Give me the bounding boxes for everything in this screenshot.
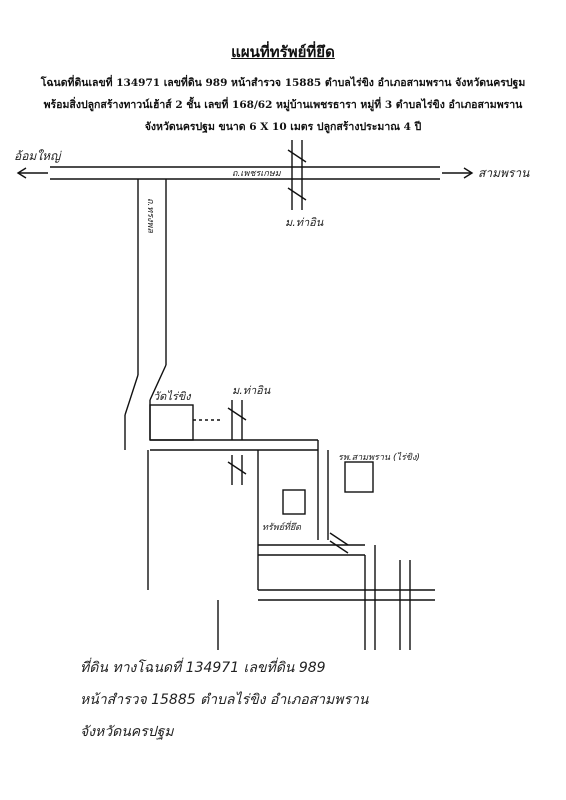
- label-hospital: รพ.สามพราน (ไร่ขิง): [338, 451, 420, 463]
- label-mid-bridge: ม.ท่าอิน: [232, 384, 271, 397]
- header-line-3: จังหวัดนครปฐม ขนาด 6 X 10 เมตร ปลูกสร้าง…: [144, 121, 422, 133]
- header-line-2: พร้อมสิ่งปลูกสร้างทาวน์เฮ้าส์ 2 ชั้น เลข…: [43, 99, 523, 111]
- vertical-road-bend-right: [149, 364, 167, 401]
- note-line-1: ที่ดิน ทางโฉนดที่ 134971 เลขที่ดิน 989: [80, 660, 326, 676]
- property-block: [282, 489, 306, 515]
- label-left-arrow: อ้อมใหญ่: [14, 149, 62, 163]
- document-header: แผนที่ทรัพย์ที่ยึด โฉนดที่ดินเลขที่ 1349…: [0, 40, 566, 138]
- label-top-bridge: ม.ท่าอิน: [285, 216, 324, 229]
- canal-middle: [227, 400, 247, 440]
- note-line-3: จังหวัดนครปฐม: [80, 724, 174, 740]
- canal-lower: [227, 455, 247, 485]
- label-main-road: ถ.เพชรเกษม: [232, 169, 282, 179]
- document-title: แผนที่ทรัพย์ที่ยึด: [231, 43, 335, 61]
- label-property: ทรัพย์ที่ยึด: [262, 520, 302, 533]
- right-arrowhead: [463, 167, 474, 179]
- note-line-2: หน้าสำรวจ 15885 ตำบลไร่ขิง อำเภอสามพราน: [80, 692, 369, 708]
- label-vertical-road: ถ.ทรงพล: [145, 198, 155, 233]
- left-arrowhead: [16, 167, 27, 179]
- temple-block: [149, 404, 194, 441]
- label-right-arrow: สามพราน: [478, 166, 530, 180]
- handwritten-note: ที่ดิน ทางโฉนดที่ 134971 เลขที่ดิน 989 ห…: [80, 652, 540, 748]
- hospital-block: [344, 461, 374, 493]
- canal-top: [287, 140, 307, 210]
- canal-hospital: [329, 532, 349, 554]
- header-line-1: โฉนดที่ดินเลขที่ 134971 เลขที่ดิน 989 หน…: [40, 77, 526, 89]
- vertical-road-bend-left: [124, 374, 139, 416]
- label-temple: วัดไร่ขิง: [153, 390, 192, 403]
